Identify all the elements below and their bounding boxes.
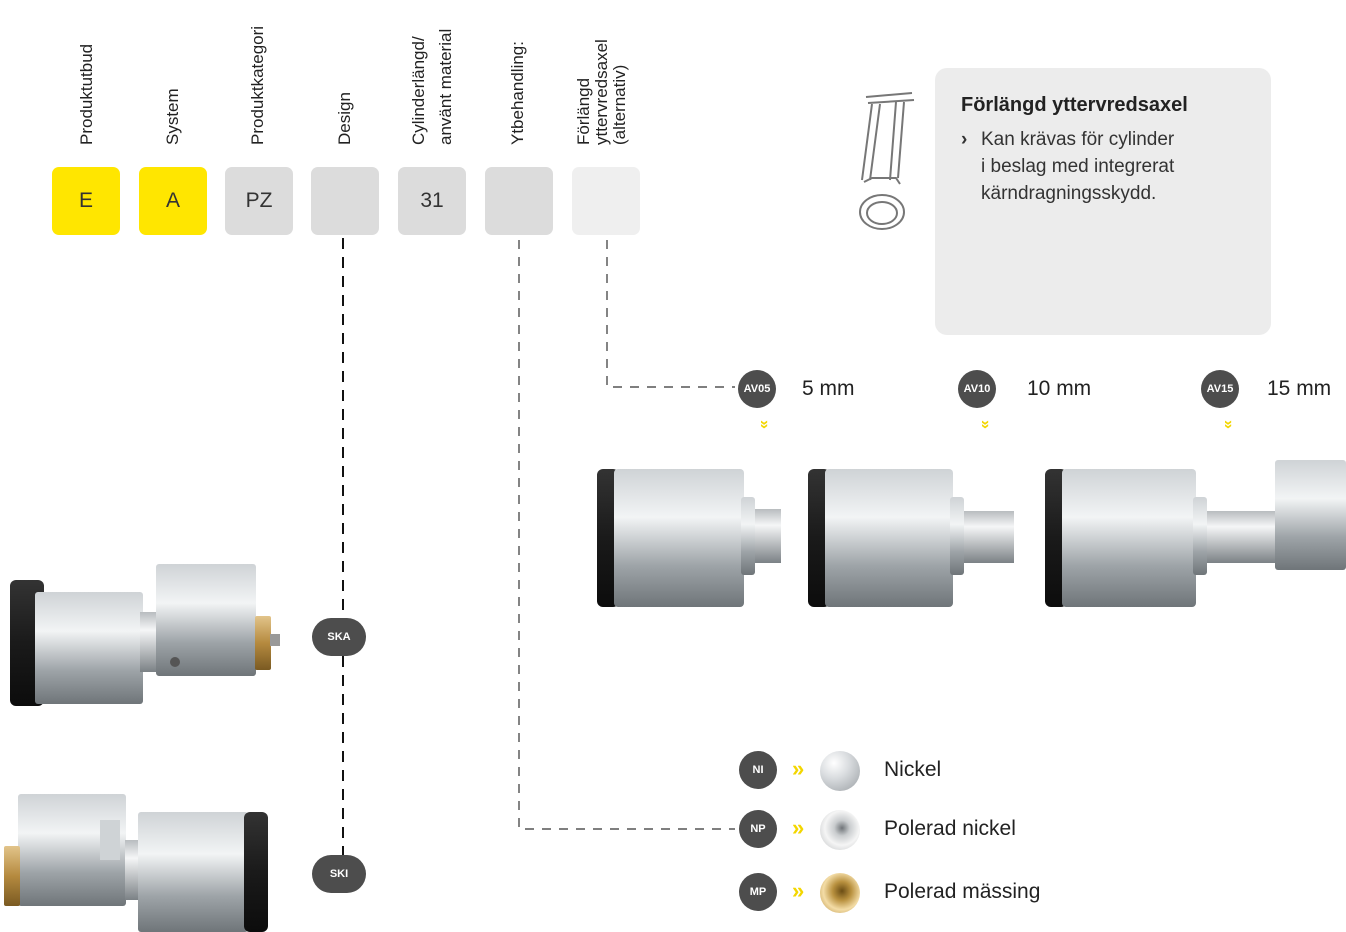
chevron-double-right-icon: » <box>792 815 805 840</box>
info-line-1: Kan krävas för cylinder <box>981 129 1175 150</box>
code-box-ytbehandling <box>485 167 553 235</box>
badge-ska: SKA <box>312 618 366 656</box>
finish-label-polished-nickel: Polerad nickel <box>884 817 1016 840</box>
sphere-nickel-icon <box>820 751 860 791</box>
sphere-polished-brass-icon <box>820 873 860 913</box>
cylinder-av10-image <box>808 469 1014 607</box>
axle-label-5mm: 5 mm <box>802 377 855 400</box>
info-box: Förlängd yttervredsaxel › Kan krävas för … <box>935 68 1271 335</box>
code-box-produktkategori: PZ <box>225 167 293 235</box>
info-line-3: kärndragningsskydd. <box>981 183 1157 204</box>
badge-np: NP <box>739 810 777 848</box>
code-box-cylinderlangd: 31 <box>398 167 466 235</box>
finish-label-polished-brass: Polerad mässing <box>884 880 1041 903</box>
chevron-double-right-icon: » <box>792 878 805 903</box>
axle-connector-line <box>606 240 735 388</box>
code-box-design <box>311 167 379 235</box>
chevron-double-down-icon: » <box>1219 420 1237 429</box>
chevron-right-icon: › <box>961 129 968 150</box>
axle-label-15mm: 15 mm <box>1267 377 1332 400</box>
badge-av05: AV05 <box>738 370 776 408</box>
info-line-2: i beslag med integrerat <box>981 156 1175 177</box>
badge-mp: MP <box>739 873 777 911</box>
cylinder-av15-image <box>1045 460 1346 607</box>
cylinder-ski-image <box>4 794 268 932</box>
finish-connector-line <box>518 240 735 830</box>
chevron-double-down-icon: » <box>976 420 994 429</box>
code-box-forlangd <box>572 167 640 235</box>
axle-sketch-icon <box>859 92 915 230</box>
code-box-produktutbud: E <box>52 167 120 235</box>
sphere-polished-nickel-icon <box>820 810 860 850</box>
finish-label-nickel: Nickel <box>884 758 942 781</box>
chevron-double-right-icon: » <box>792 756 805 781</box>
badge-ni: NI <box>739 751 777 789</box>
axle-label-10mm: 10 mm <box>1027 377 1092 400</box>
chevron-double-down-icon: » <box>755 420 773 429</box>
badge-av10: AV10 <box>958 370 996 408</box>
info-title: Förlängd yttervredsaxel <box>961 94 1188 116</box>
code-box-system: A <box>139 167 207 235</box>
badge-av15: AV15 <box>1201 370 1239 408</box>
cylinder-ska-image <box>10 564 280 706</box>
info-text: › Kan krävas för cylinder i beslag med in… <box>961 126 1241 207</box>
badge-ski: SKI <box>312 855 366 893</box>
cylinder-av05-image <box>597 469 781 607</box>
